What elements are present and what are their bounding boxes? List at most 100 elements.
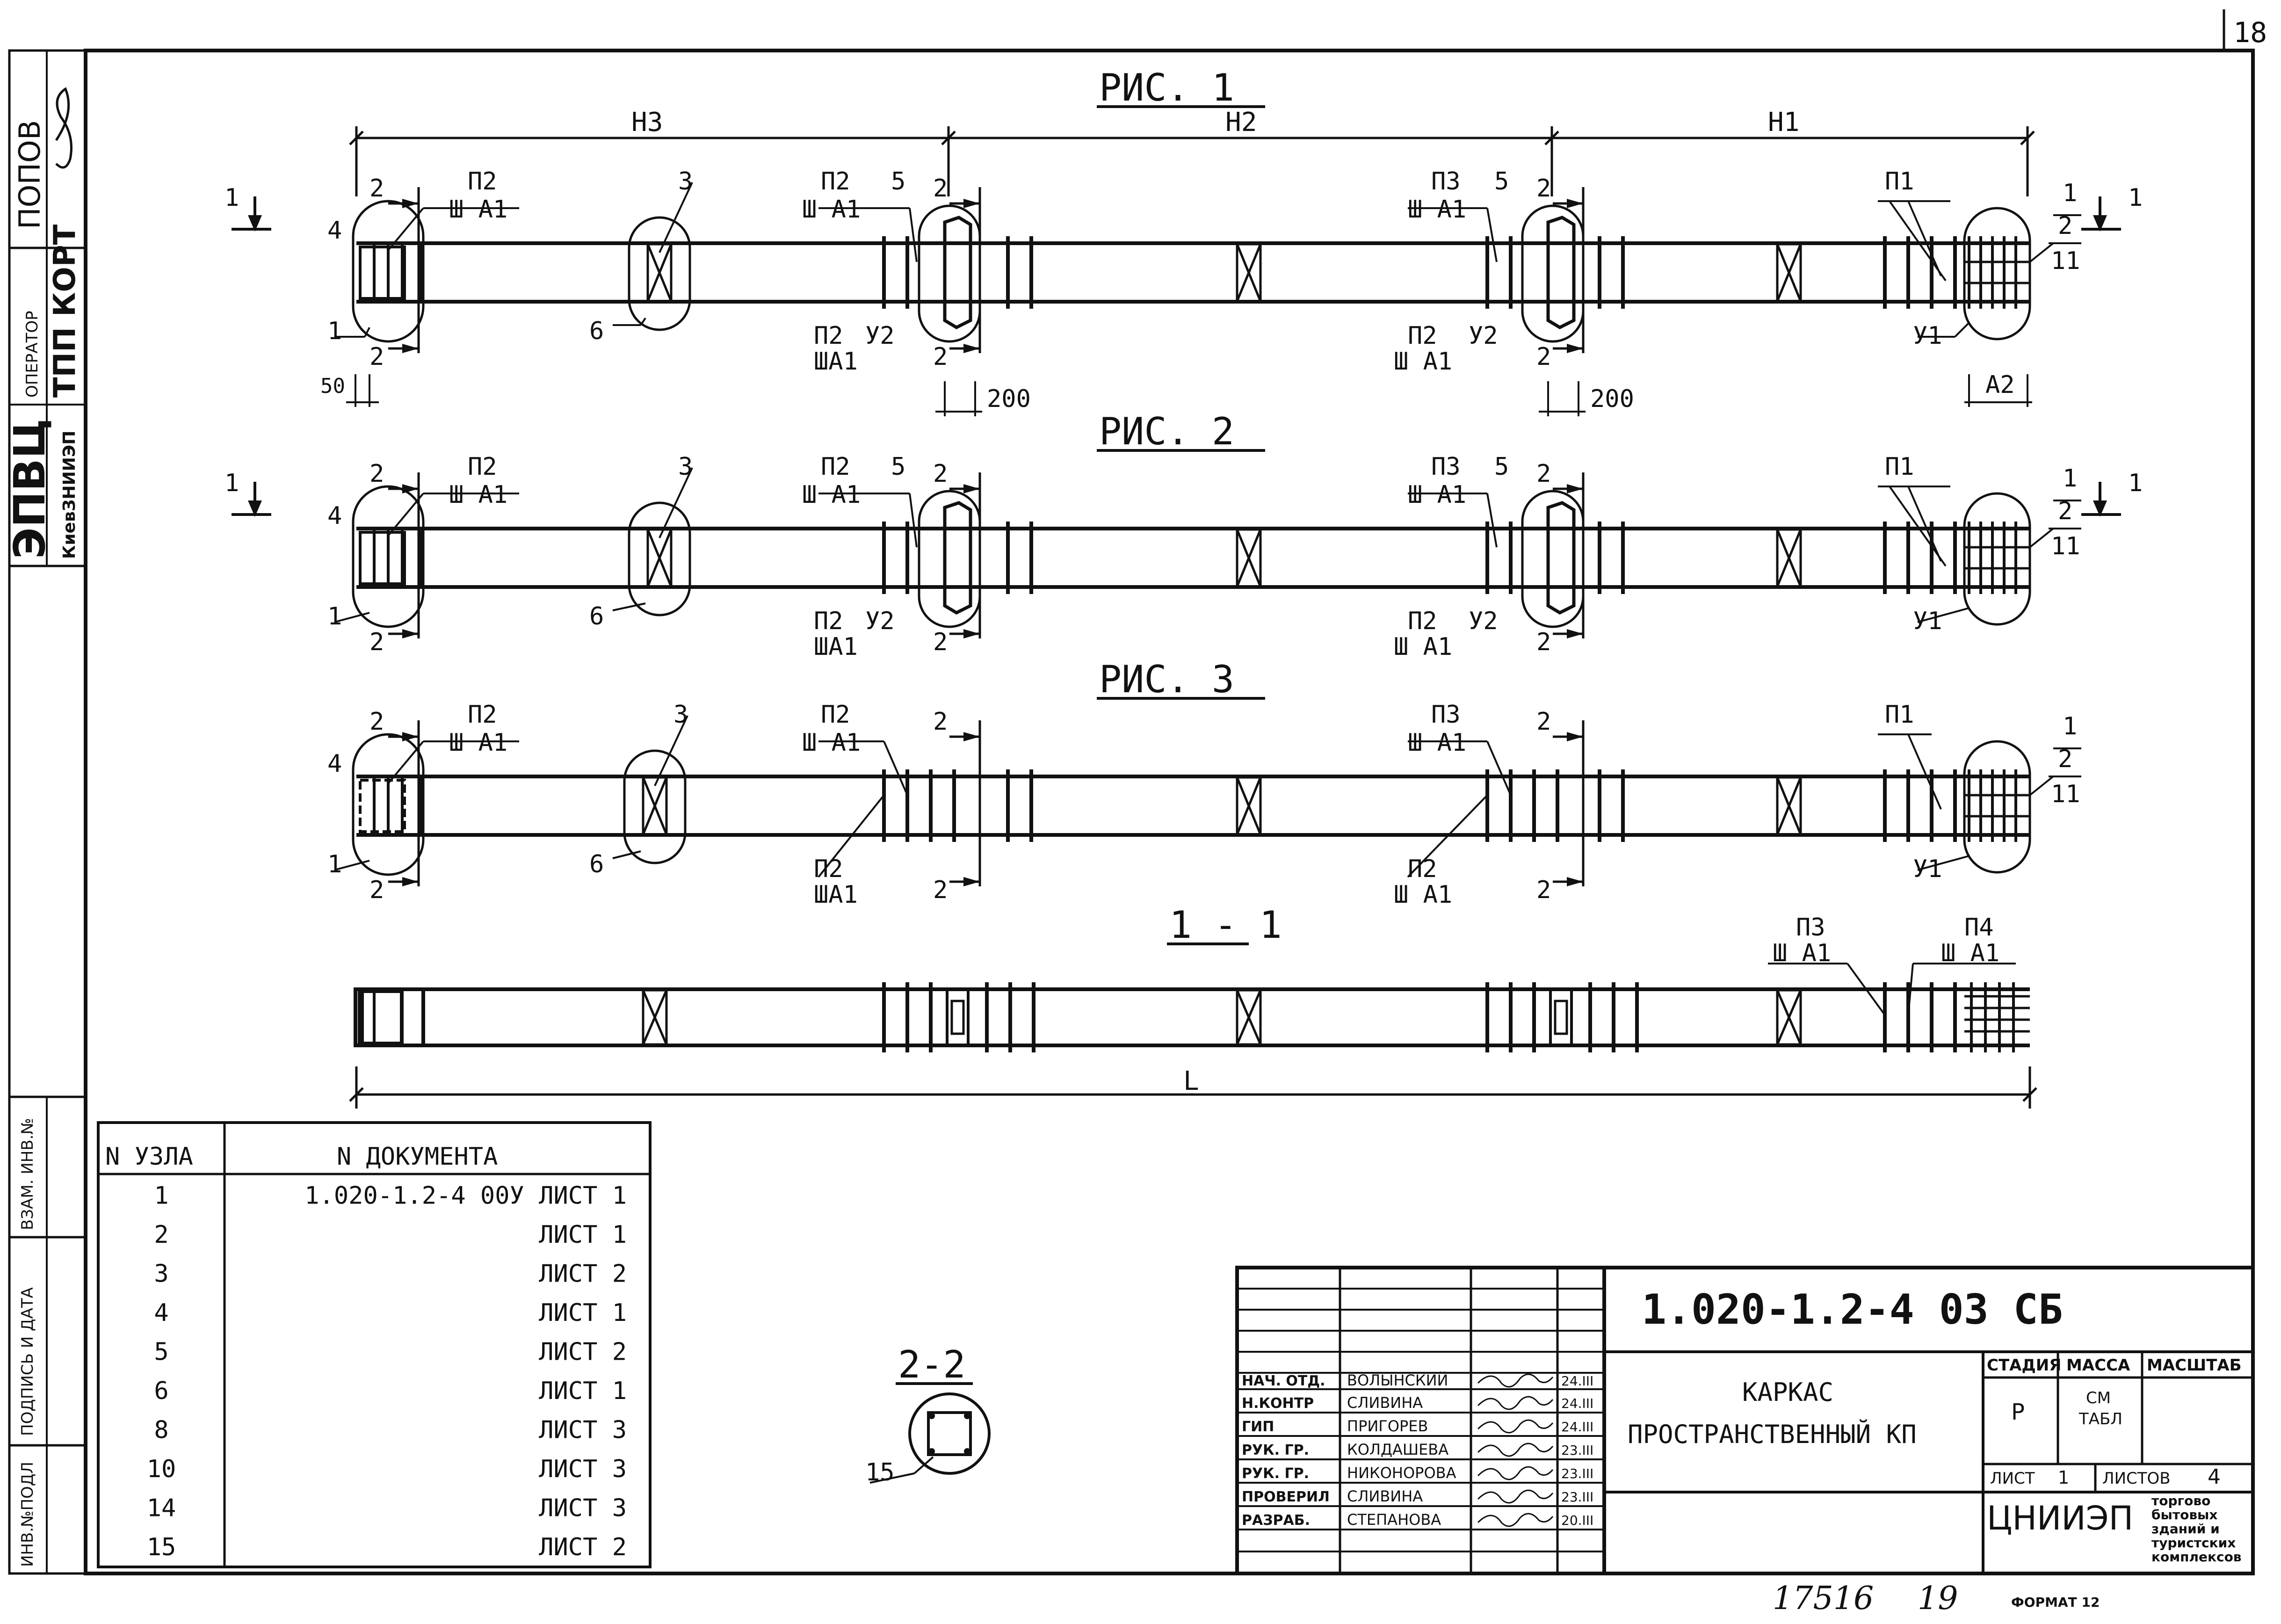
table-row-node: 8 — [154, 1416, 168, 1444]
signature-date: 23.III — [1561, 1489, 1593, 1505]
table-row-doc: ЛИСТ 1 — [539, 1221, 627, 1249]
table-row-node: 6 — [154, 1377, 168, 1405]
fig2-p2-a: П2 — [468, 453, 497, 481]
doc-name-line1: КАРКАС — [1742, 1378, 1833, 1407]
signature-name: СЛИВИНА — [1347, 1487, 1423, 1505]
signature-date: 24.III — [1561, 1419, 1593, 1435]
dim-a2: А2 — [1985, 371, 2015, 399]
fig1-p2-b: П2 — [821, 167, 850, 196]
fig2-p1: П1 — [1885, 453, 1914, 481]
fig2-cut2-b: 2 — [369, 628, 384, 656]
fig1-n1: 1 — [327, 317, 342, 345]
fig2-arrowheads — [248, 484, 2107, 638]
fig2-cut2-e: 2 — [1536, 460, 1551, 488]
fig2-frac-bot: 11 — [2051, 532, 2080, 560]
table-row-node: 3 — [154, 1260, 168, 1288]
table-row-node: 14 — [147, 1494, 176, 1522]
fig3-u1: У1 — [1913, 855, 1942, 883]
table-row-doc: ЛИСТ 2 — [539, 1533, 627, 1561]
fig3-frac-mid: 2 — [2058, 745, 2072, 773]
fig1-p1: П1 — [1885, 167, 1914, 196]
fig1-frac-bot: 11 — [2051, 247, 2080, 275]
fig3-frac-top: 1 — [2063, 712, 2077, 740]
section11-sha1-a: Ш А1 — [1773, 939, 1831, 967]
dim-h2: Н2 — [1225, 107, 1257, 138]
fig2-cut1-right: 1 — [2128, 469, 2143, 497]
fig1-p2-a: П2 — [468, 167, 497, 196]
fig2-u2-a: У2 — [865, 607, 895, 635]
fig2-n3: 3 — [678, 453, 693, 481]
handwritten-signature — [1477, 1489, 1554, 1504]
signature-date: 20.III — [1561, 1513, 1593, 1528]
section11-p4: П4 — [1964, 914, 1994, 942]
fig1-small-dims — [346, 374, 2032, 416]
dim-h3: Н3 — [631, 107, 663, 138]
section11-p3: П3 — [1796, 914, 1825, 942]
signature-date: 24.III — [1561, 1373, 1593, 1389]
fig3-cut2-c: 2 — [933, 708, 948, 736]
fig1-title: РИС. 1 — [1099, 66, 1234, 109]
handwritten-signature — [1477, 1513, 1554, 1527]
table-row-node: 2 — [154, 1221, 168, 1249]
signature-role: РУК. ГР. — [1242, 1442, 1309, 1458]
table-row-node: 1 — [154, 1182, 168, 1210]
sheets-label: ЛИСТОВ — [2102, 1469, 2171, 1488]
fig2-cut1-left: 1 — [224, 469, 239, 497]
doc-name-line2: ПРОСТРАНСТВЕННЫЙ КП — [1628, 1420, 1917, 1449]
scale-header: МАСШТАБ — [2147, 1356, 2242, 1375]
handwritten-signature — [1477, 1466, 1554, 1480]
mass-value-1: СМ — [2086, 1389, 2111, 1407]
table-row-doc: ЛИСТ 2 — [539, 1260, 627, 1288]
fig3-sha1-c: Ш А1 — [1408, 729, 1466, 757]
sidebar-operator-value: ТПП КОРТ — [48, 224, 82, 398]
fig2-labels: 1 1 2 2 2 2 2 2 П2 Ш А1 П2 Ш А1 П3 Ш А1 … — [224, 453, 2143, 661]
fig1-dimension-line — [349, 126, 2035, 196]
signature-role: РУК. ГР. — [1242, 1465, 1309, 1482]
signature-role: Н.КОНТР — [1242, 1395, 1314, 1412]
fig3-n3: 3 — [673, 701, 688, 729]
fig2-n5-b: 5 — [1494, 453, 1509, 481]
fig2-p3: П3 — [1431, 453, 1461, 481]
fig3-labels: 2 2 2 2 2 2 П2 Ш А1 П2 Ш А1 П3 Ш А1 П1 3… — [327, 701, 2080, 909]
dim-200-a: 200 — [987, 385, 1031, 413]
fig1-labels: 1 1 2 2 2 2 2 2 П2 Ш А1 П2 Ш А1 П3 Ш А1 … — [224, 167, 2143, 413]
fig3-cut2-a: 2 — [369, 708, 384, 736]
sidebar-operator-label: ОПЕРАТОР — [23, 311, 42, 398]
fig2-p2-b: П2 — [821, 453, 850, 481]
sidebar-org-main: ЭПВЦ — [5, 419, 55, 559]
fig3-arrowheads — [402, 732, 1583, 886]
table-row-doc: ЛИСТ 3 — [539, 1494, 627, 1522]
fig3-p2-c: П2 — [814, 855, 843, 883]
table-row-node: 10 — [147, 1455, 176, 1483]
fig3-cut2-d: 2 — [933, 876, 948, 904]
fig3-sha1-b: Ш А1 — [802, 729, 861, 757]
org-desc-2: бытовых — [2151, 1507, 2217, 1522]
fig2-sha1-c: Ш А1 — [1408, 481, 1466, 509]
table-row-node: 15 — [147, 1533, 176, 1561]
signature-name: НИКОНОРОВА — [1347, 1464, 1456, 1482]
fig2-sha1-a: Ш А1 — [449, 481, 507, 509]
signature-name: КОЛДАШЕВА — [1347, 1441, 1448, 1458]
handwritten-signature — [1477, 1443, 1554, 1457]
fig2-cut2-c: 2 — [933, 460, 948, 488]
fig1-u2-a: У2 — [865, 322, 895, 350]
fig3-beam — [334, 715, 2081, 886]
fig1-sha1-c: Ш А1 — [1408, 196, 1466, 224]
handwritten-signature — [1477, 1396, 1554, 1410]
signature-date: 24.III — [1561, 1396, 1593, 1411]
fig3-sha1-a: Ш А1 — [449, 729, 507, 757]
fig3-cut2-e: 2 — [1536, 708, 1551, 736]
fig3-cut2-f: 2 — [1536, 876, 1551, 904]
fig2-frac-mid: 2 — [2058, 497, 2072, 525]
handwritten-signature — [1477, 1419, 1554, 1434]
fig1-cut2-e: 2 — [1536, 174, 1551, 203]
fig2-n4: 4 — [327, 502, 342, 530]
fig1-p3: П3 — [1431, 167, 1461, 196]
sheet-label: ЛИСТ — [1990, 1469, 2035, 1488]
sidebar-sign-date: ПОДПИСЬ И ДАТА — [18, 1287, 37, 1436]
fig2-sha1-e: Ш А1 — [1394, 633, 1452, 661]
fig2-sha1-d: ША1 — [814, 633, 858, 661]
nodes-table-grid — [97, 1121, 652, 1568]
table-row-doc: 1.020-1.2-4 00У ЛИСТ 1 — [304, 1182, 627, 1210]
